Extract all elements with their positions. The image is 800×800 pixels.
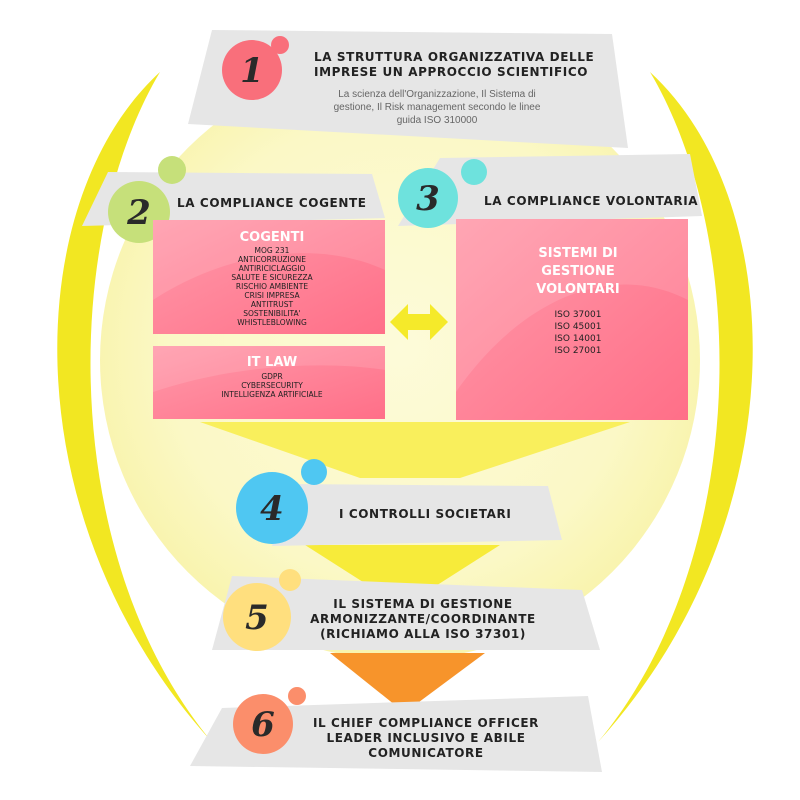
cogenti-card: COGENTI MOG 231 ANTICORRUZIONE ANTIRICIC… [153, 220, 385, 334]
volontari-item: ISO 27001 [555, 346, 602, 356]
step-2-bubble-small [158, 156, 186, 184]
cogenti-item: RISCHIO AMBIENTE [236, 282, 308, 291]
step-4-bubble-large [236, 472, 308, 544]
step-1-bubble-small [271, 36, 289, 54]
step-6-title-line-1: IL CHIEF COMPLIANCE OFFICER [313, 716, 539, 730]
step-3: 3 LA COMPLIANCE VOLONTARIA [398, 154, 702, 228]
itlaw-item: INTELLIGENZA ARTIFICIALE [221, 390, 322, 399]
step-3-bubble-small [461, 159, 487, 185]
right-yellow-arc [598, 72, 753, 742]
double-arrow-icon [390, 304, 448, 340]
step-4-number: 4 [260, 489, 284, 529]
step-3-title: LA COMPLIANCE VOLONTARIA [484, 194, 698, 208]
funnel-top [200, 422, 630, 478]
cogenti-item: CRISI IMPRESA [244, 291, 300, 300]
step-4: 4 I CONTROLLI SOCIETARI [236, 459, 562, 546]
cogenti-item: ANTIRICICLAGGIO [239, 264, 306, 273]
step-6-bubble-large [233, 694, 293, 754]
cogenti-heading: COGENTI [240, 230, 305, 245]
step-5-title-line-1: IL SISTEMA DI GESTIONE [333, 597, 512, 611]
step-5-bubble-large [223, 583, 291, 651]
step-1-desc-line-2: gestione, Il Risk management secondo le … [334, 102, 541, 113]
step-3-bubble-large [398, 168, 458, 228]
step-1-number: 1 [240, 51, 264, 91]
step-4-banner [272, 484, 562, 546]
step-1-desc-line-1: La scienza dell'Organizzazione, Il Siste… [338, 89, 536, 100]
step-1-desc-line-3: guida ISO 310000 [397, 115, 478, 126]
left-yellow-arc [57, 72, 212, 742]
step-2-number: 2 [126, 193, 151, 233]
volontari-heading-line: VOLONTARI [536, 282, 619, 297]
funnel-middle [305, 545, 500, 596]
step-4-bubble-small [301, 459, 327, 485]
step-2-title: LA COMPLIANCE COGENTE [177, 196, 367, 210]
volontari-heading-line: GESTIONE [541, 264, 614, 279]
step-6-banner [190, 696, 602, 772]
step-5-bubble-small [279, 569, 301, 591]
volontari-card: SISTEMI DI GESTIONE VOLONTARI ISO 37001 … [456, 219, 688, 420]
step-4-title: I CONTROLLI SOCIETARI [339, 507, 511, 521]
step-2: 2 LA COMPLIANCE COGENTE [82, 156, 385, 243]
cogenti-item: WHISTLEBLOWING [237, 318, 307, 327]
cogenti-item: SOSTENIBILITA' [243, 309, 301, 318]
itlaw-card-shine [153, 346, 385, 392]
cogenti-card-bg [153, 220, 385, 334]
itlaw-card: IT LAW GDPR CYBERSECURITY INTELLIGENZA A… [153, 346, 385, 419]
step-5-banner [212, 576, 600, 650]
itlaw-item: GDPR [261, 372, 282, 381]
step-6-number: 6 [251, 705, 275, 745]
volontari-item: ISO 14001 [555, 334, 602, 344]
step-5-title-line-3: (RICHIAMO ALLA ISO 37301) [320, 627, 526, 641]
cogenti-item: ANTITRUST [251, 300, 294, 309]
itlaw-item: CYBERSECURITY [241, 381, 303, 390]
step-6-bubble-small [288, 687, 306, 705]
volontari-heading-line: SISTEMI DI [538, 246, 617, 261]
step-5-title-line-2: ARMONIZZANTE/COORDINANTE [310, 612, 536, 626]
volontari-card-bg [456, 219, 688, 420]
itlaw-heading: IT LAW [247, 355, 297, 370]
step-6-title-line-2: LEADER INCLUSIVO E ABILE [326, 731, 525, 745]
funnel-bottom [330, 653, 485, 705]
step-1-title-line-2: IMPRESE UN APPROCCIO SCIENTIFICO [314, 65, 588, 79]
step-5: 5 IL SISTEMA DI GESTIONE ARMONIZZANTE/CO… [212, 569, 600, 651]
step-1-banner [188, 30, 628, 148]
step-3-number: 3 [416, 179, 440, 219]
volontari-item: ISO 45001 [555, 322, 602, 332]
volontari-card-shine [456, 219, 688, 392]
step-1: 1 LA STRUTTURA ORGANIZZATIVA DELLE IMPRE… [188, 30, 628, 148]
cogenti-card-shine [153, 220, 385, 300]
itlaw-card-bg [153, 346, 385, 419]
step-6: 6 IL CHIEF COMPLIANCE OFFICER LEADER INC… [190, 687, 602, 772]
step-1-title-line-1: LA STRUTTURA ORGANIZZATIVA DELLE [314, 50, 594, 64]
cogenti-item: MOG 231 [255, 246, 290, 255]
step-5-number: 5 [245, 598, 269, 638]
volontari-item: ISO 37001 [555, 310, 602, 320]
step-1-bubble-large [222, 40, 282, 100]
step-6-title-line-3: COMUNICATORE [368, 746, 483, 760]
cogenti-item: SALUTE E SICUREZZA [231, 273, 313, 282]
cogenti-item: ANTICORRUZIONE [238, 255, 306, 264]
